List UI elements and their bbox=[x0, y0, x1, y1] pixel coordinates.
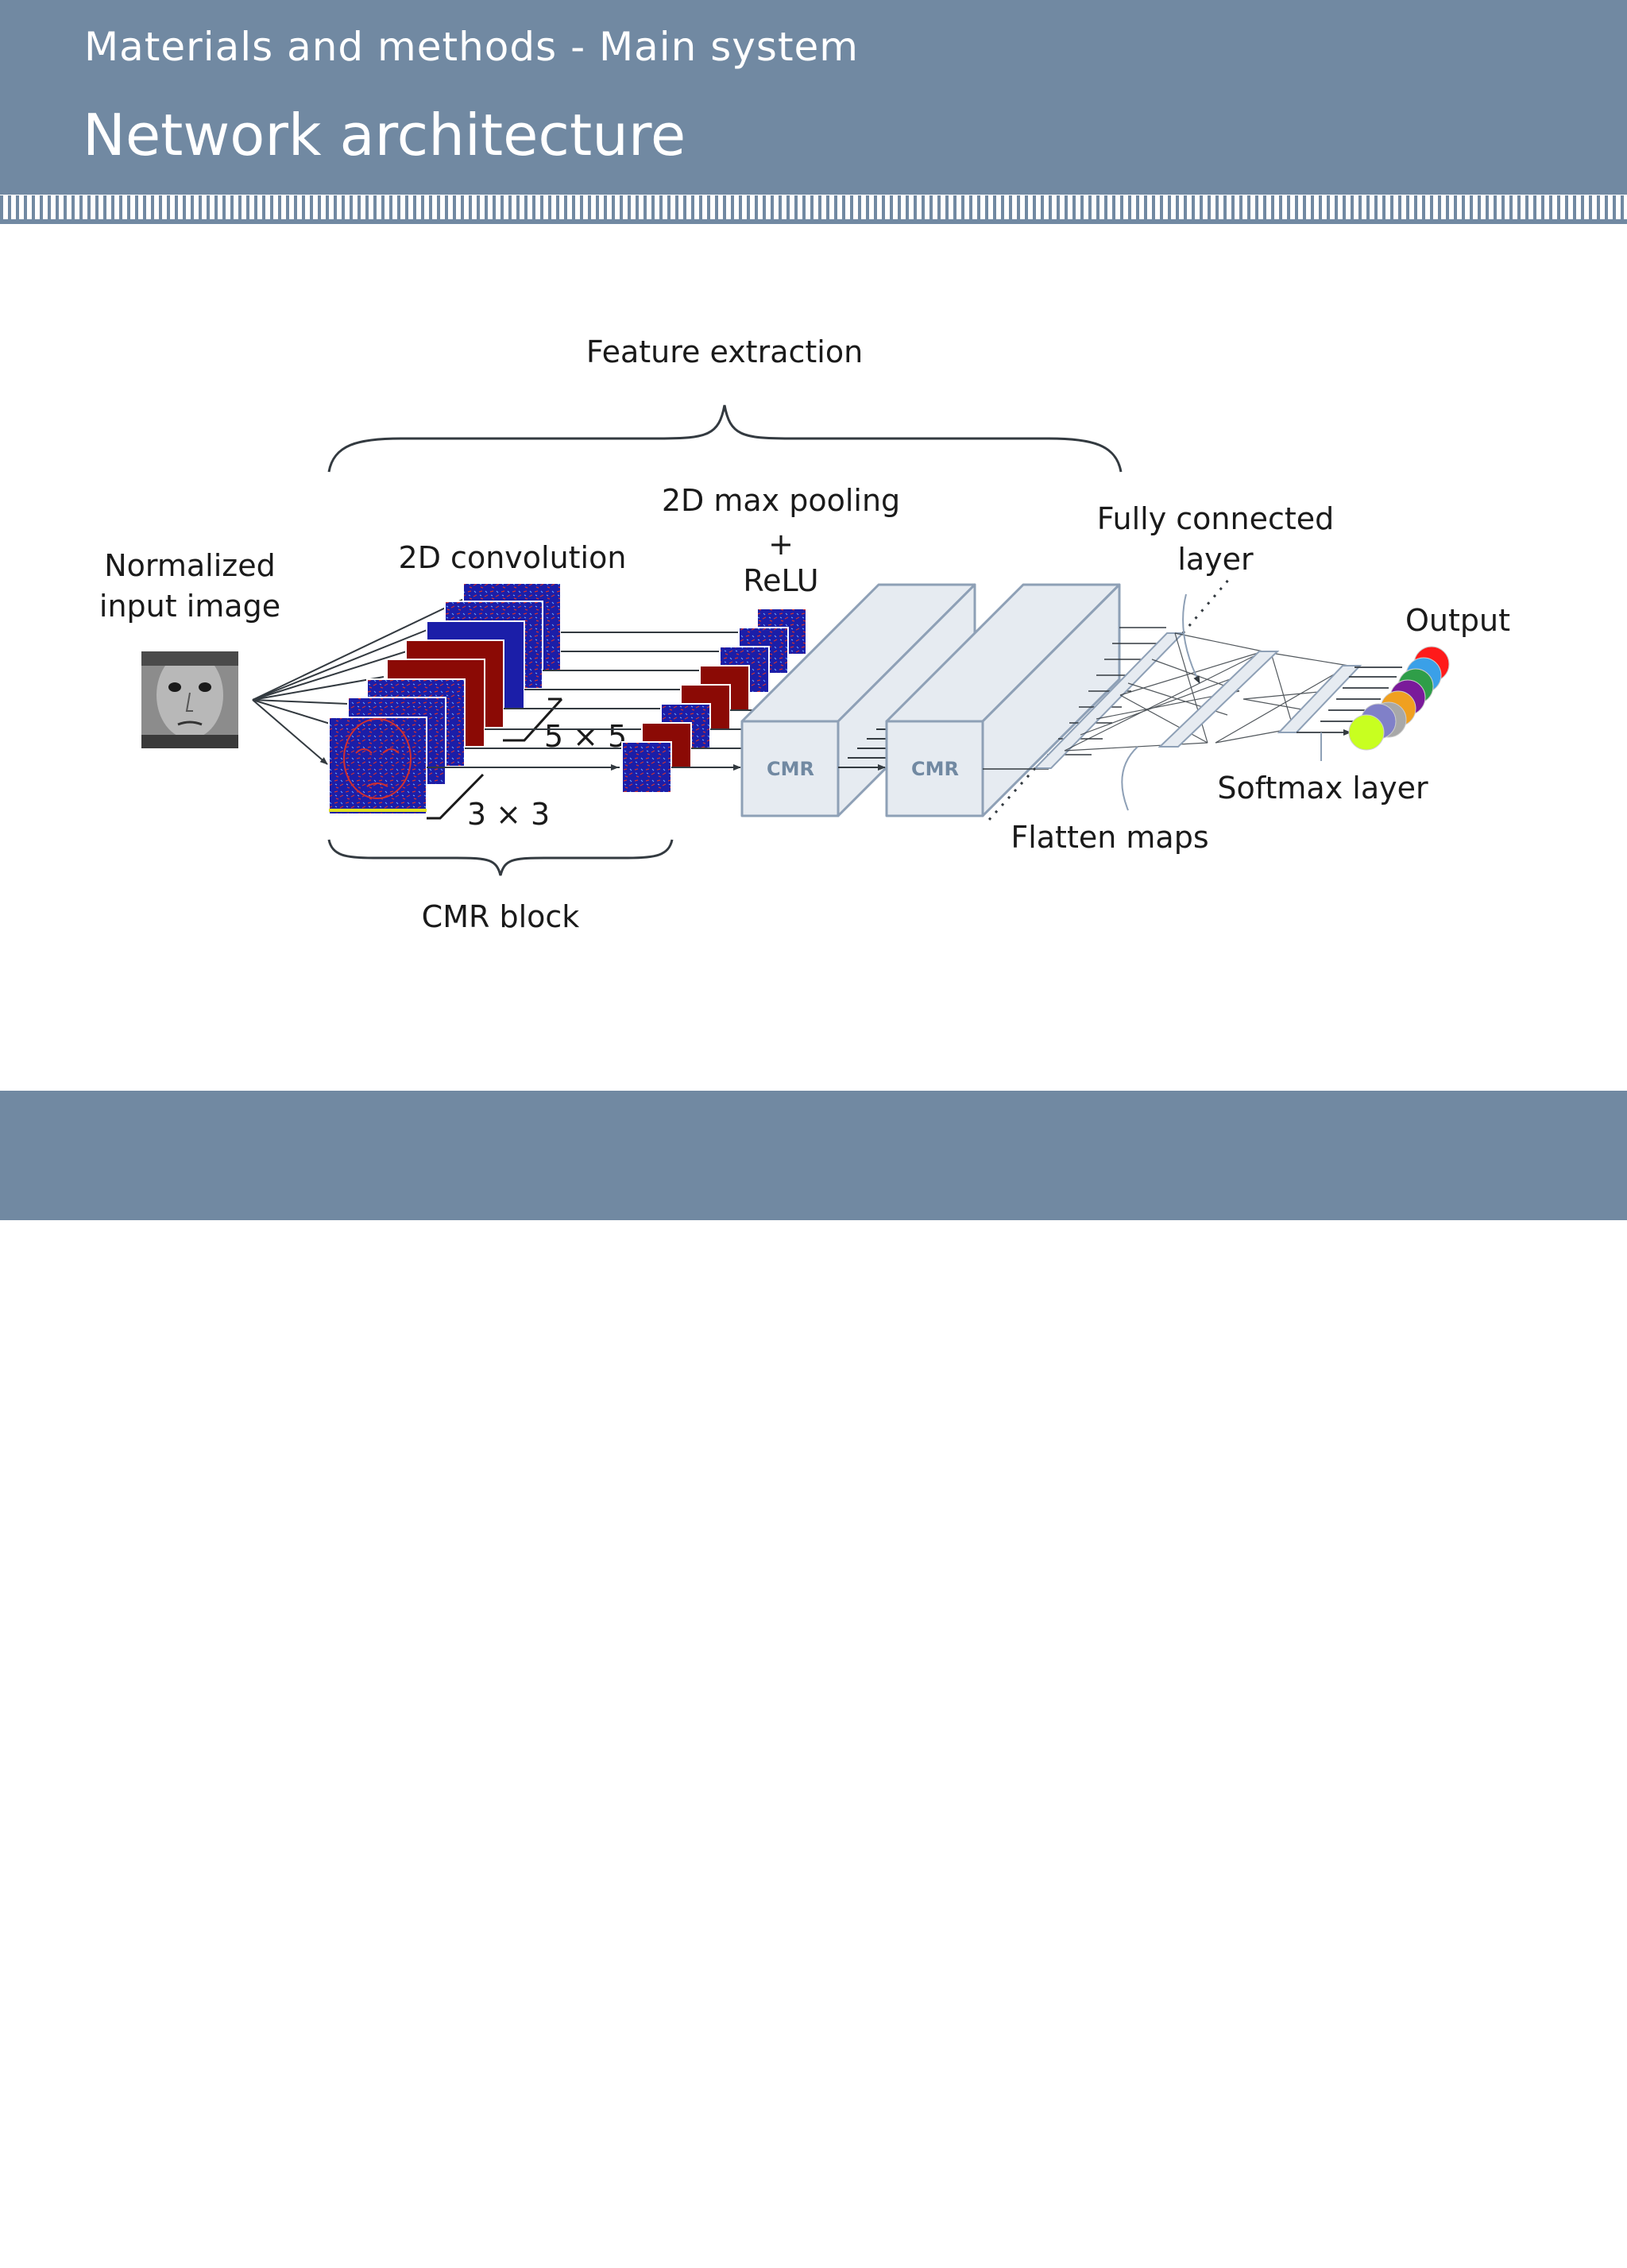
output-label: Output bbox=[1405, 603, 1510, 638]
slide-footer: Fabio Paini POLITECNICO MILANO 1863 bbox=[0, 1091, 1627, 2268]
fc-label-line1: Fully connected bbox=[1097, 501, 1335, 536]
conv-to-pool-connections bbox=[427, 632, 755, 771]
dense-connections bbox=[1064, 632, 1350, 751]
conv-front-face-pattern bbox=[329, 718, 427, 812]
pool-label-line2: ReLU bbox=[743, 563, 818, 598]
section-title: Materials and methods - Main system bbox=[84, 24, 860, 70]
slide-header: Materials and methods - Main system Netw… bbox=[0, 0, 1627, 195]
author-name: Fabio Paini bbox=[91, 2208, 319, 2258]
conv-label: 2D convolution bbox=[399, 540, 627, 575]
feature-extraction-brace bbox=[327, 404, 1123, 473]
conv-feature-maps bbox=[328, 582, 562, 815]
institution-rest: MILANO 1863 bbox=[1292, 2220, 1587, 2268]
softmax-label: Softmax layer bbox=[1217, 771, 1428, 806]
feature-extraction-label: Feature extraction bbox=[586, 334, 863, 369]
pool-label-line1: 2D max pooling bbox=[662, 483, 900, 518]
fc-hidden-layer bbox=[1157, 651, 1280, 748]
flatten-label: Flatten maps bbox=[1011, 820, 1208, 855]
cmr-box-2-label: CMR bbox=[911, 758, 959, 780]
softmax-layer-slab bbox=[1277, 665, 1362, 733]
institution-logo-text: POLITECNICO MILANO 1863 bbox=[984, 2220, 1587, 2268]
cmr-block-brace bbox=[327, 839, 674, 876]
annotation-pointers bbox=[1121, 593, 1322, 811]
output-nodes bbox=[1348, 646, 1450, 751]
kernel-5x5-bracket bbox=[503, 697, 563, 742]
input-face-image bbox=[141, 651, 238, 748]
frame-title: Network architecture bbox=[83, 102, 686, 168]
institution-bold: POLITECNICO bbox=[983, 2220, 1293, 2268]
fc-label-line2: layer bbox=[1177, 542, 1254, 577]
normalized-label-line1: Normalized bbox=[104, 548, 276, 583]
network-architecture-diagram: Feature extraction Normalized input imag… bbox=[99, 334, 1510, 934]
kernel-3x3-label: 3 × 3 bbox=[467, 797, 550, 832]
cmr-block-label: CMR block bbox=[422, 899, 580, 934]
pool-feature-maps bbox=[621, 608, 807, 794]
pool-label-plus: + bbox=[768, 527, 794, 562]
cmr-box-2 bbox=[885, 583, 1121, 817]
cmr-box-1-label: CMR bbox=[767, 758, 814, 780]
header-ruler-baseline bbox=[0, 219, 1627, 224]
fc-dotted-guides bbox=[987, 578, 1231, 821]
kernel-3x3-bracket bbox=[427, 773, 485, 820]
normalized-label-line2: input image bbox=[99, 589, 280, 624]
